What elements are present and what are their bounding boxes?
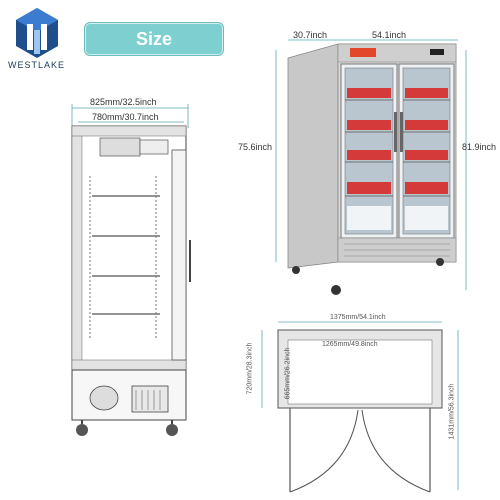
- side-outer-width: 825mm/32.5inch: [90, 97, 157, 107]
- product-height-body: 75.6inch: [238, 142, 273, 152]
- product-depth: 30.7inch: [293, 30, 328, 40]
- side-inner-width: 780mm/30.7inch: [92, 112, 159, 122]
- size-banner: Size: [84, 22, 224, 56]
- brand-name: WESTLAKE: [8, 60, 66, 70]
- top-depth-inner: 665mm/26.2inch: [284, 347, 292, 400]
- top-inner-width: 1265mm/49.8inch: [322, 341, 378, 348]
- top-depth-open: 1431mm/56.3inch: [448, 383, 456, 440]
- size-label: Size: [135, 29, 173, 49]
- product-height-total: 81.9inch: [462, 142, 497, 152]
- top-depth-outer: 720mm/28.3inch: [246, 342, 254, 395]
- westlake-logo: [12, 6, 62, 74]
- top-outer-width: 1375mm/54.1inch: [330, 314, 386, 321]
- product-width: 54.1inch: [372, 30, 407, 40]
